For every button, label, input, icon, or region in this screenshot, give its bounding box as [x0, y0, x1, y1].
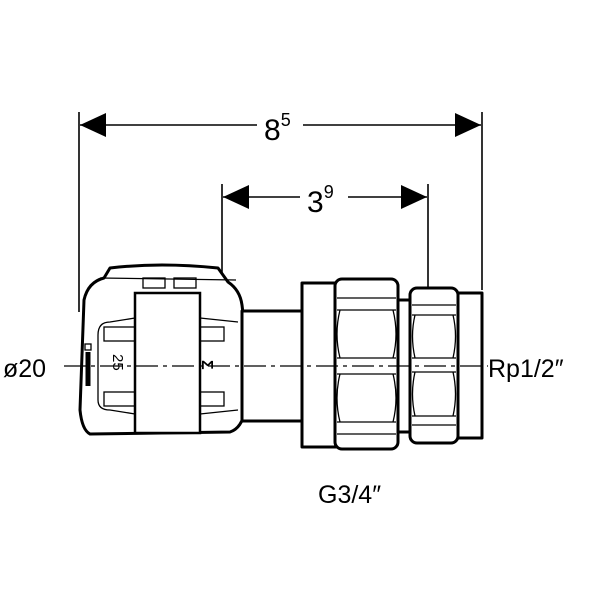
svg-text:85: 85 [264, 110, 291, 147]
dimension-overall-length: 85 [80, 110, 481, 147]
dimension-value: 8 [264, 114, 281, 147]
marking-text: 25 [109, 354, 126, 371]
collar [300, 281, 338, 449]
dimension-superscript: 9 [324, 182, 334, 202]
label-left-diameter: ø20 [3, 355, 46, 383]
dimension-thread-length: 39 [223, 182, 427, 219]
hex-nut-large [333, 277, 400, 451]
dimension-value: 3 [307, 186, 324, 219]
label-bottom-thread: G3/4″ [318, 481, 381, 509]
label-right-thread: Rp1/2″ [488, 355, 564, 383]
dimension-superscript: 5 [281, 110, 291, 130]
press-fitting-body: 25 Σ [78, 263, 247, 436]
svg-text:39: 39 [307, 182, 334, 219]
svg-text:Σ: Σ [198, 360, 215, 370]
